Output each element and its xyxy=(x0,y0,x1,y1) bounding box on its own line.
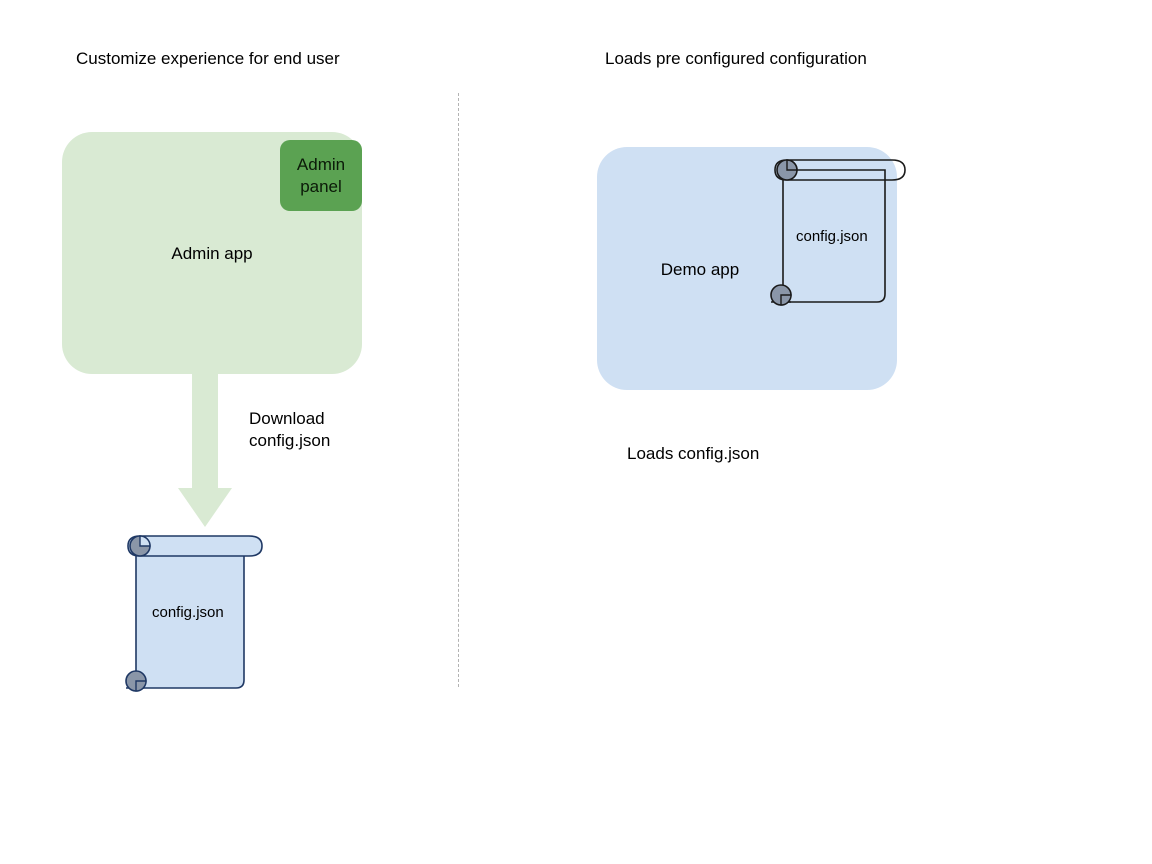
config-json-label-right: config.json xyxy=(796,228,868,245)
config-json-document-left[interactable] xyxy=(118,524,268,696)
admin-panel-chip[interactable]: Admin panel xyxy=(280,140,362,211)
loads-config-caption: Loads config.json xyxy=(627,444,760,463)
admin-panel-label: Admin panel xyxy=(297,154,345,198)
left-section-title: Customize experience for end user xyxy=(76,49,340,68)
demo-app-container[interactable]: Demo app xyxy=(597,147,897,390)
config-json-document-right[interactable] xyxy=(765,148,915,310)
download-arrow-label-line2: config.json xyxy=(249,431,331,450)
vertical-dashed-divider xyxy=(458,93,459,687)
download-arrow-label: Download config.json xyxy=(249,408,330,452)
right-section-title: Loads pre configured configuration xyxy=(605,49,867,68)
admin-panel-label-line1: Admin xyxy=(296,154,346,174)
admin-app-label: Admin app xyxy=(171,244,253,263)
config-json-label-left: config.json xyxy=(152,604,224,621)
demo-app-label: Demo app xyxy=(660,260,740,279)
admin-panel-label-line2: panel xyxy=(300,176,342,196)
download-arrow-label-line1: Download xyxy=(249,409,325,428)
download-arrow-icon xyxy=(178,372,232,527)
